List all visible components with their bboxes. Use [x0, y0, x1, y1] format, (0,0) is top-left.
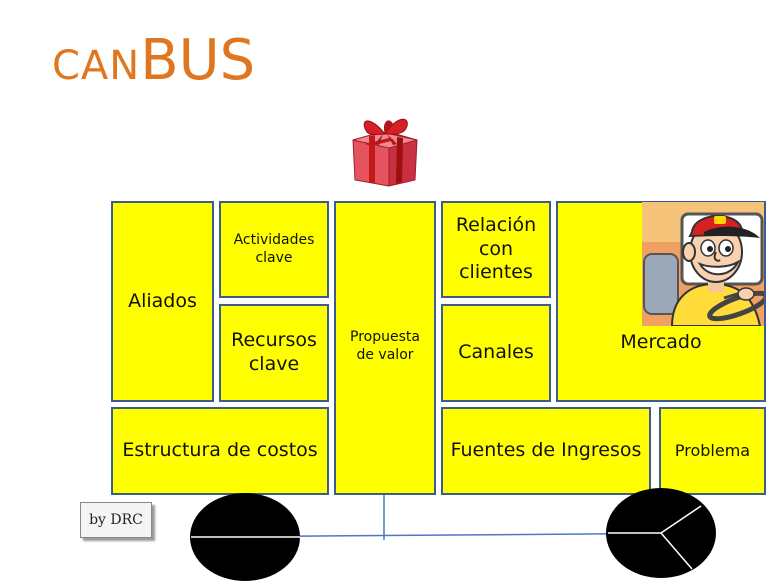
block-problema: Problema: [659, 407, 766, 495]
rear-wheel: [606, 488, 716, 578]
axle-horizontal: [189, 532, 715, 538]
block-canales: Canales: [441, 304, 551, 402]
block-estructura-costos: Estructura de costos: [111, 407, 329, 495]
block-actividades-clave: Actividades clave: [219, 201, 329, 298]
page-title: CANBUS: [52, 28, 255, 93]
bus-driver-icon: [642, 202, 764, 326]
block-propuesta-de-valor: Propuesta de valor: [334, 201, 436, 495]
credit-label: by DRC: [80, 502, 152, 538]
block-fuentes-ingresos: Fuentes de Ingresos: [441, 407, 651, 495]
title-prefix: CAN: [52, 43, 141, 89]
title-main: BUS: [140, 28, 256, 93]
front-wheel: [190, 493, 300, 581]
block-recursos-clave: Recursos clave: [219, 304, 329, 402]
block-aliados: Aliados: [111, 201, 214, 402]
block-relacion-clientes: Relación con clientes: [441, 201, 551, 298]
gift-icon: [352, 118, 418, 187]
